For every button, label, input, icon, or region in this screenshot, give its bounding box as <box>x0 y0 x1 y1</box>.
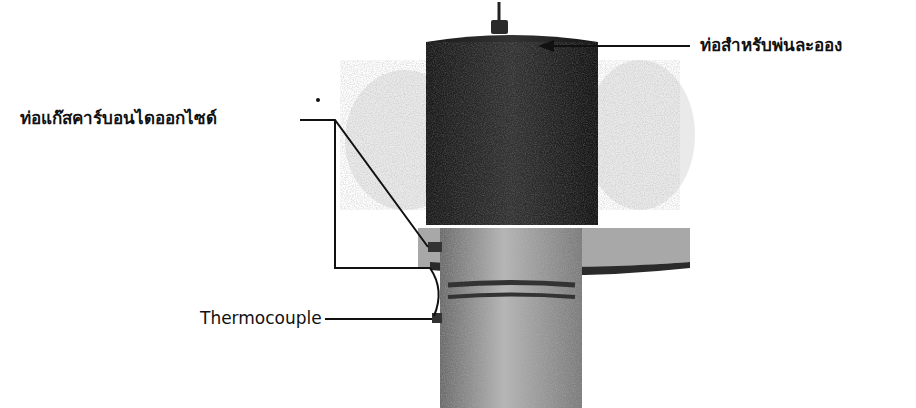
nozzle-tube <box>498 2 501 22</box>
gas-port <box>428 242 442 252</box>
leader-line <box>430 268 439 316</box>
cylinder-texture <box>440 228 582 408</box>
spray-chamber <box>426 35 598 225</box>
part-label: ท่อสำหรับพ่นละออง <box>700 35 842 55</box>
part-label: Thermocouple <box>200 308 322 328</box>
leader-lines <box>300 40 690 319</box>
lower-cylinder <box>440 228 582 408</box>
leader-line <box>325 318 432 320</box>
dot-mark <box>316 98 320 102</box>
arrow-head <box>538 40 554 52</box>
leader-line <box>300 120 428 247</box>
thermocouple-port <box>432 313 442 323</box>
chamber-texture <box>426 42 598 225</box>
leader-line <box>335 120 430 268</box>
nozzle-cap <box>491 20 508 34</box>
part-label: ท่อแก๊สคาร์บอนไดออกไซด์ <box>20 108 217 128</box>
leader-arrow <box>548 45 690 47</box>
cylinder-band <box>448 283 575 286</box>
cylinder-band <box>448 295 575 298</box>
